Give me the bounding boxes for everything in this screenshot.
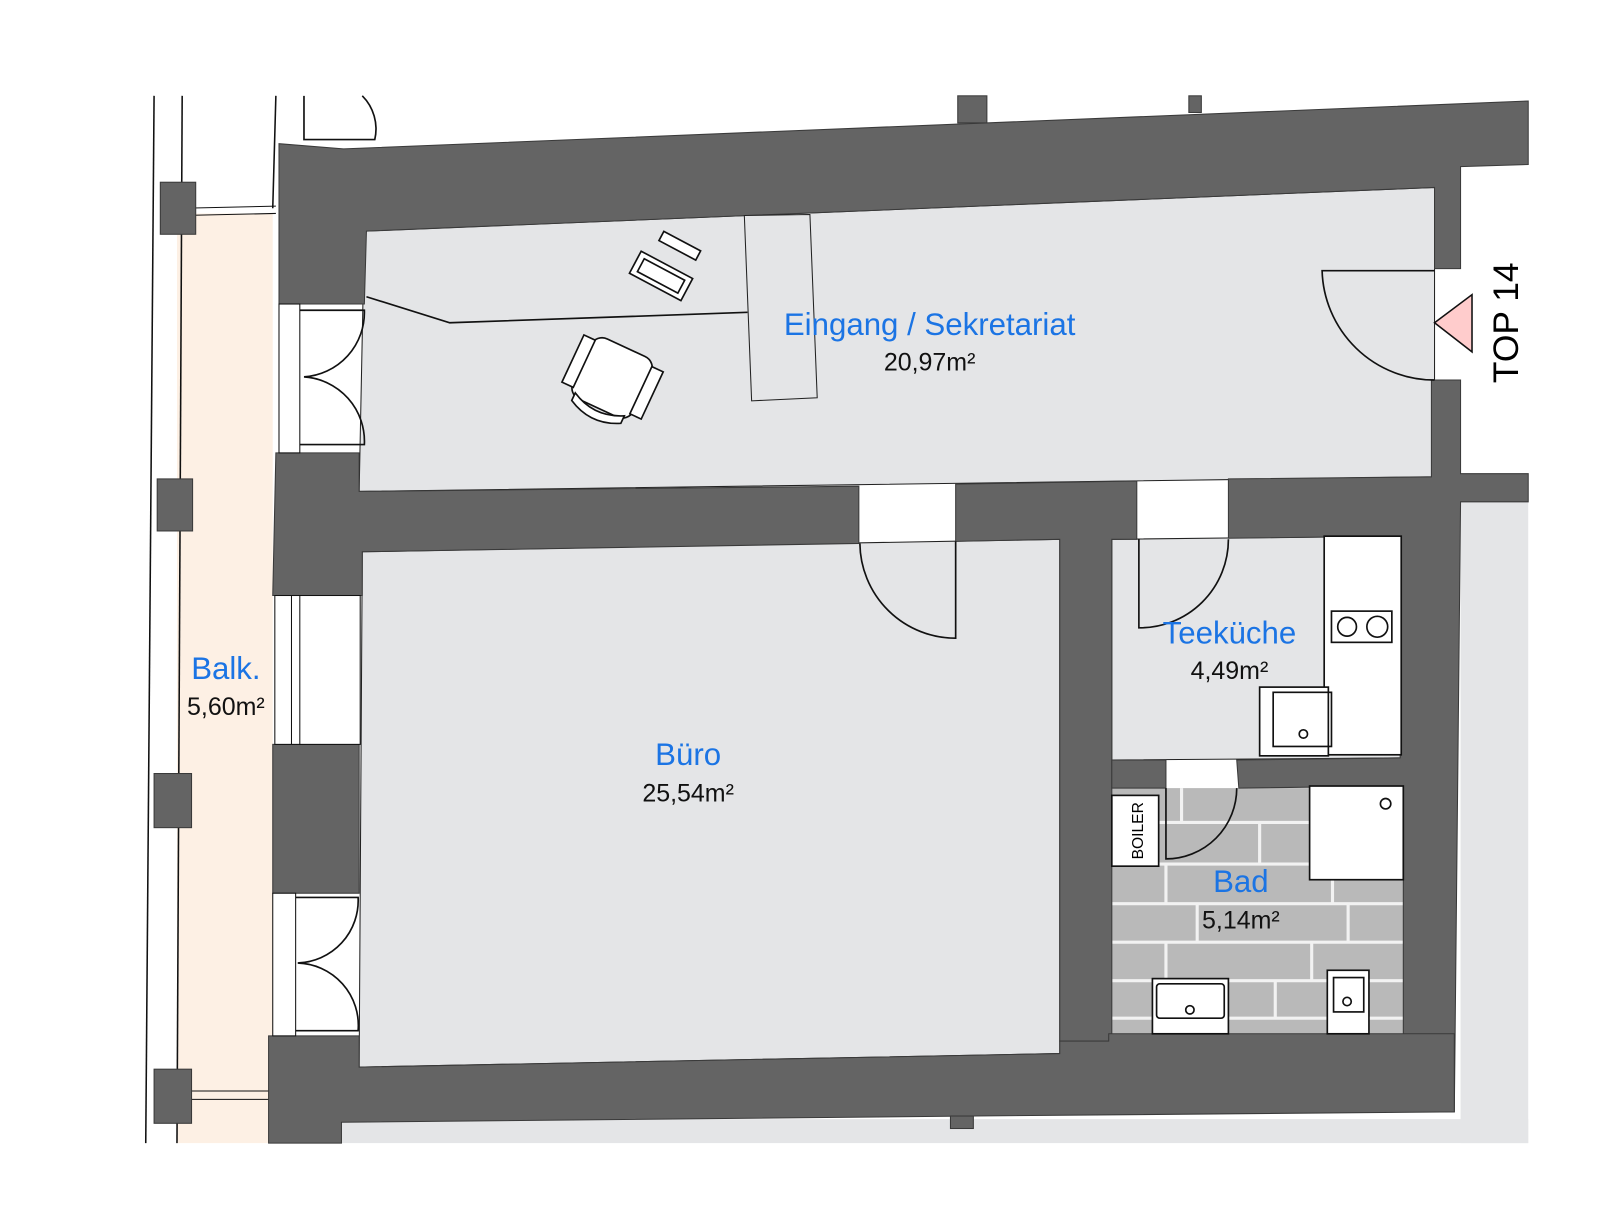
entrance-marker-icon (1433, 293, 1473, 354)
unit-label: TOP 14 (1487, 262, 1526, 383)
room-name-buero: Büro (655, 737, 721, 772)
sink-counter (1258, 686, 1330, 757)
shower-icon (1308, 785, 1405, 881)
chair-arm (628, 365, 665, 421)
kitchen-sink-icon (1258, 686, 1333, 757)
keyboard-keys (636, 257, 686, 295)
sink-drain (1298, 728, 1309, 739)
stove-burner (1336, 616, 1358, 637)
room-area-bad: 5,14m² (1202, 907, 1280, 935)
room-name-eingang: Eingang / Sekretariat (784, 307, 1076, 342)
room-name-teekueche: Teeküche (1163, 615, 1297, 650)
balcony-door-bottom (272, 892, 360, 1037)
room-name-balkon: Balk. (191, 651, 260, 686)
washbasin-bowl (1155, 982, 1226, 1019)
room-area-balkon: 5,60m² (187, 693, 265, 721)
desk (366, 295, 748, 324)
balcony-post (159, 181, 197, 235)
wall-stub (1188, 95, 1202, 113)
toilet-drain (1342, 996, 1353, 1007)
door-bad (1165, 788, 1238, 860)
balcony-door-top (278, 303, 366, 454)
office-chair-icon (560, 333, 665, 425)
balcony-post (156, 478, 194, 532)
balcony-area (176, 213, 273, 1144)
door-frame (272, 892, 297, 1037)
wall-bath-stub (1111, 759, 1167, 789)
window-left (274, 594, 361, 745)
balcony-edge (182, 205, 276, 209)
desk-return (743, 213, 818, 402)
room-area-buero: 25,54m² (642, 780, 734, 808)
stove-burner (1366, 615, 1389, 638)
balcony-edge (182, 212, 276, 217)
stove (1330, 610, 1393, 644)
balcony-rail (144, 95, 155, 1144)
door-top-left-outside (303, 95, 377, 141)
window-frame (274, 594, 361, 745)
balcony-rail (176, 95, 183, 1144)
balcony-rail (271, 95, 277, 209)
monitor-icon (657, 230, 702, 262)
keyboard (628, 250, 694, 302)
door-teekueche (1138, 539, 1230, 629)
boiler-box (1110, 794, 1160, 868)
room-name-bad: Bad (1213, 864, 1269, 899)
wall-left-pier (272, 743, 360, 894)
room-bottom-neighbor (341, 1119, 1529, 1144)
wall-bottom (268, 1033, 1455, 1144)
wall-top (278, 100, 1529, 305)
sink-basin (1272, 691, 1333, 748)
wall-stub (949, 1115, 974, 1130)
keyboard-icon (628, 250, 694, 302)
door-buero (859, 541, 957, 640)
toilet-icon (1326, 969, 1370, 1035)
door-entrance (1321, 269, 1435, 381)
boiler-label: BOILER (1130, 802, 1147, 859)
door-swing (295, 896, 360, 1032)
washbasin-icon (1151, 977, 1230, 1035)
door-swing (299, 309, 366, 446)
chair-arm (560, 333, 597, 389)
stove-icon (1330, 610, 1393, 644)
toilet-bowl (1332, 976, 1365, 1013)
room-right-neighbor (1460, 501, 1529, 1144)
wall-stub (957, 95, 988, 124)
balcony-post (153, 773, 193, 829)
room-area-teekueche: 4,49m² (1191, 657, 1269, 685)
chair-back (570, 391, 626, 425)
room-area-eingang: 20,97m² (884, 349, 976, 377)
shower-tray (1308, 785, 1405, 881)
balcony-post (153, 1068, 193, 1124)
washbasin-drain (1184, 1004, 1195, 1015)
shower-drain (1379, 797, 1392, 810)
kitchen-counter (1323, 535, 1403, 756)
door-frame (278, 303, 301, 454)
